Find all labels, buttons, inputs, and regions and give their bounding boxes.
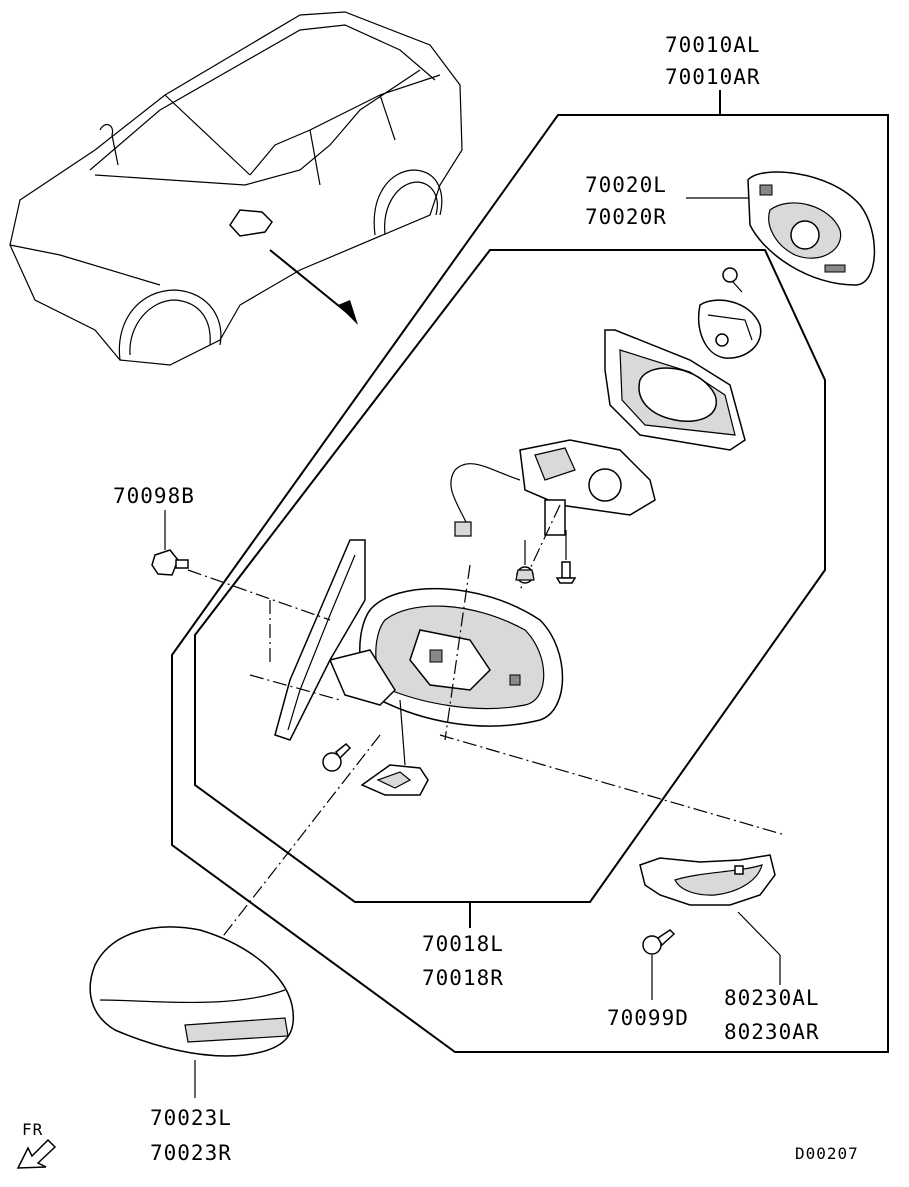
label-assembly-r: 70010AR <box>665 65 761 89</box>
power-unit <box>450 439 656 591</box>
mirror-frame-plate <box>604 329 746 451</box>
label-bolt-b: 70098B <box>113 484 195 508</box>
vehicle-illustration <box>9 11 463 366</box>
label-cover-r: 70023R <box>150 1141 232 1165</box>
label-glass-r: 70020R <box>585 205 667 229</box>
label-diagram-code: D00207 <box>795 1144 859 1163</box>
mirror-cover <box>89 926 295 1098</box>
label-assembly-l: 70010AL <box>665 33 761 57</box>
label-cover-l: 70023L <box>150 1106 232 1130</box>
label-front: FR <box>22 1120 43 1139</box>
label-housing-r: 70018R <box>422 966 504 990</box>
front-direction-arrow <box>16 1138 57 1169</box>
mirror-actuator <box>698 299 762 359</box>
mirror-base-gasket <box>274 539 366 741</box>
power-unit-screws <box>515 530 577 584</box>
turn-signal-lamp <box>639 854 781 985</box>
mirror-glass <box>686 171 876 286</box>
small-screw <box>722 267 743 293</box>
screw-70099d <box>642 929 676 1000</box>
mounting-clip <box>360 699 429 796</box>
label-lamp-r: 80230AR <box>724 1020 820 1044</box>
mirror-housing <box>328 587 564 727</box>
label-screw-d: 70099D <box>607 1006 689 1030</box>
housing-screw <box>322 742 352 772</box>
bolt-70098b <box>151 510 341 701</box>
label-housing-l: 70018L <box>422 932 504 956</box>
housing-outline <box>194 249 826 903</box>
assembly-outline <box>171 114 889 1053</box>
label-lamp-l: 80230AL <box>724 986 820 1010</box>
label-glass-l: 70020L <box>585 173 667 197</box>
